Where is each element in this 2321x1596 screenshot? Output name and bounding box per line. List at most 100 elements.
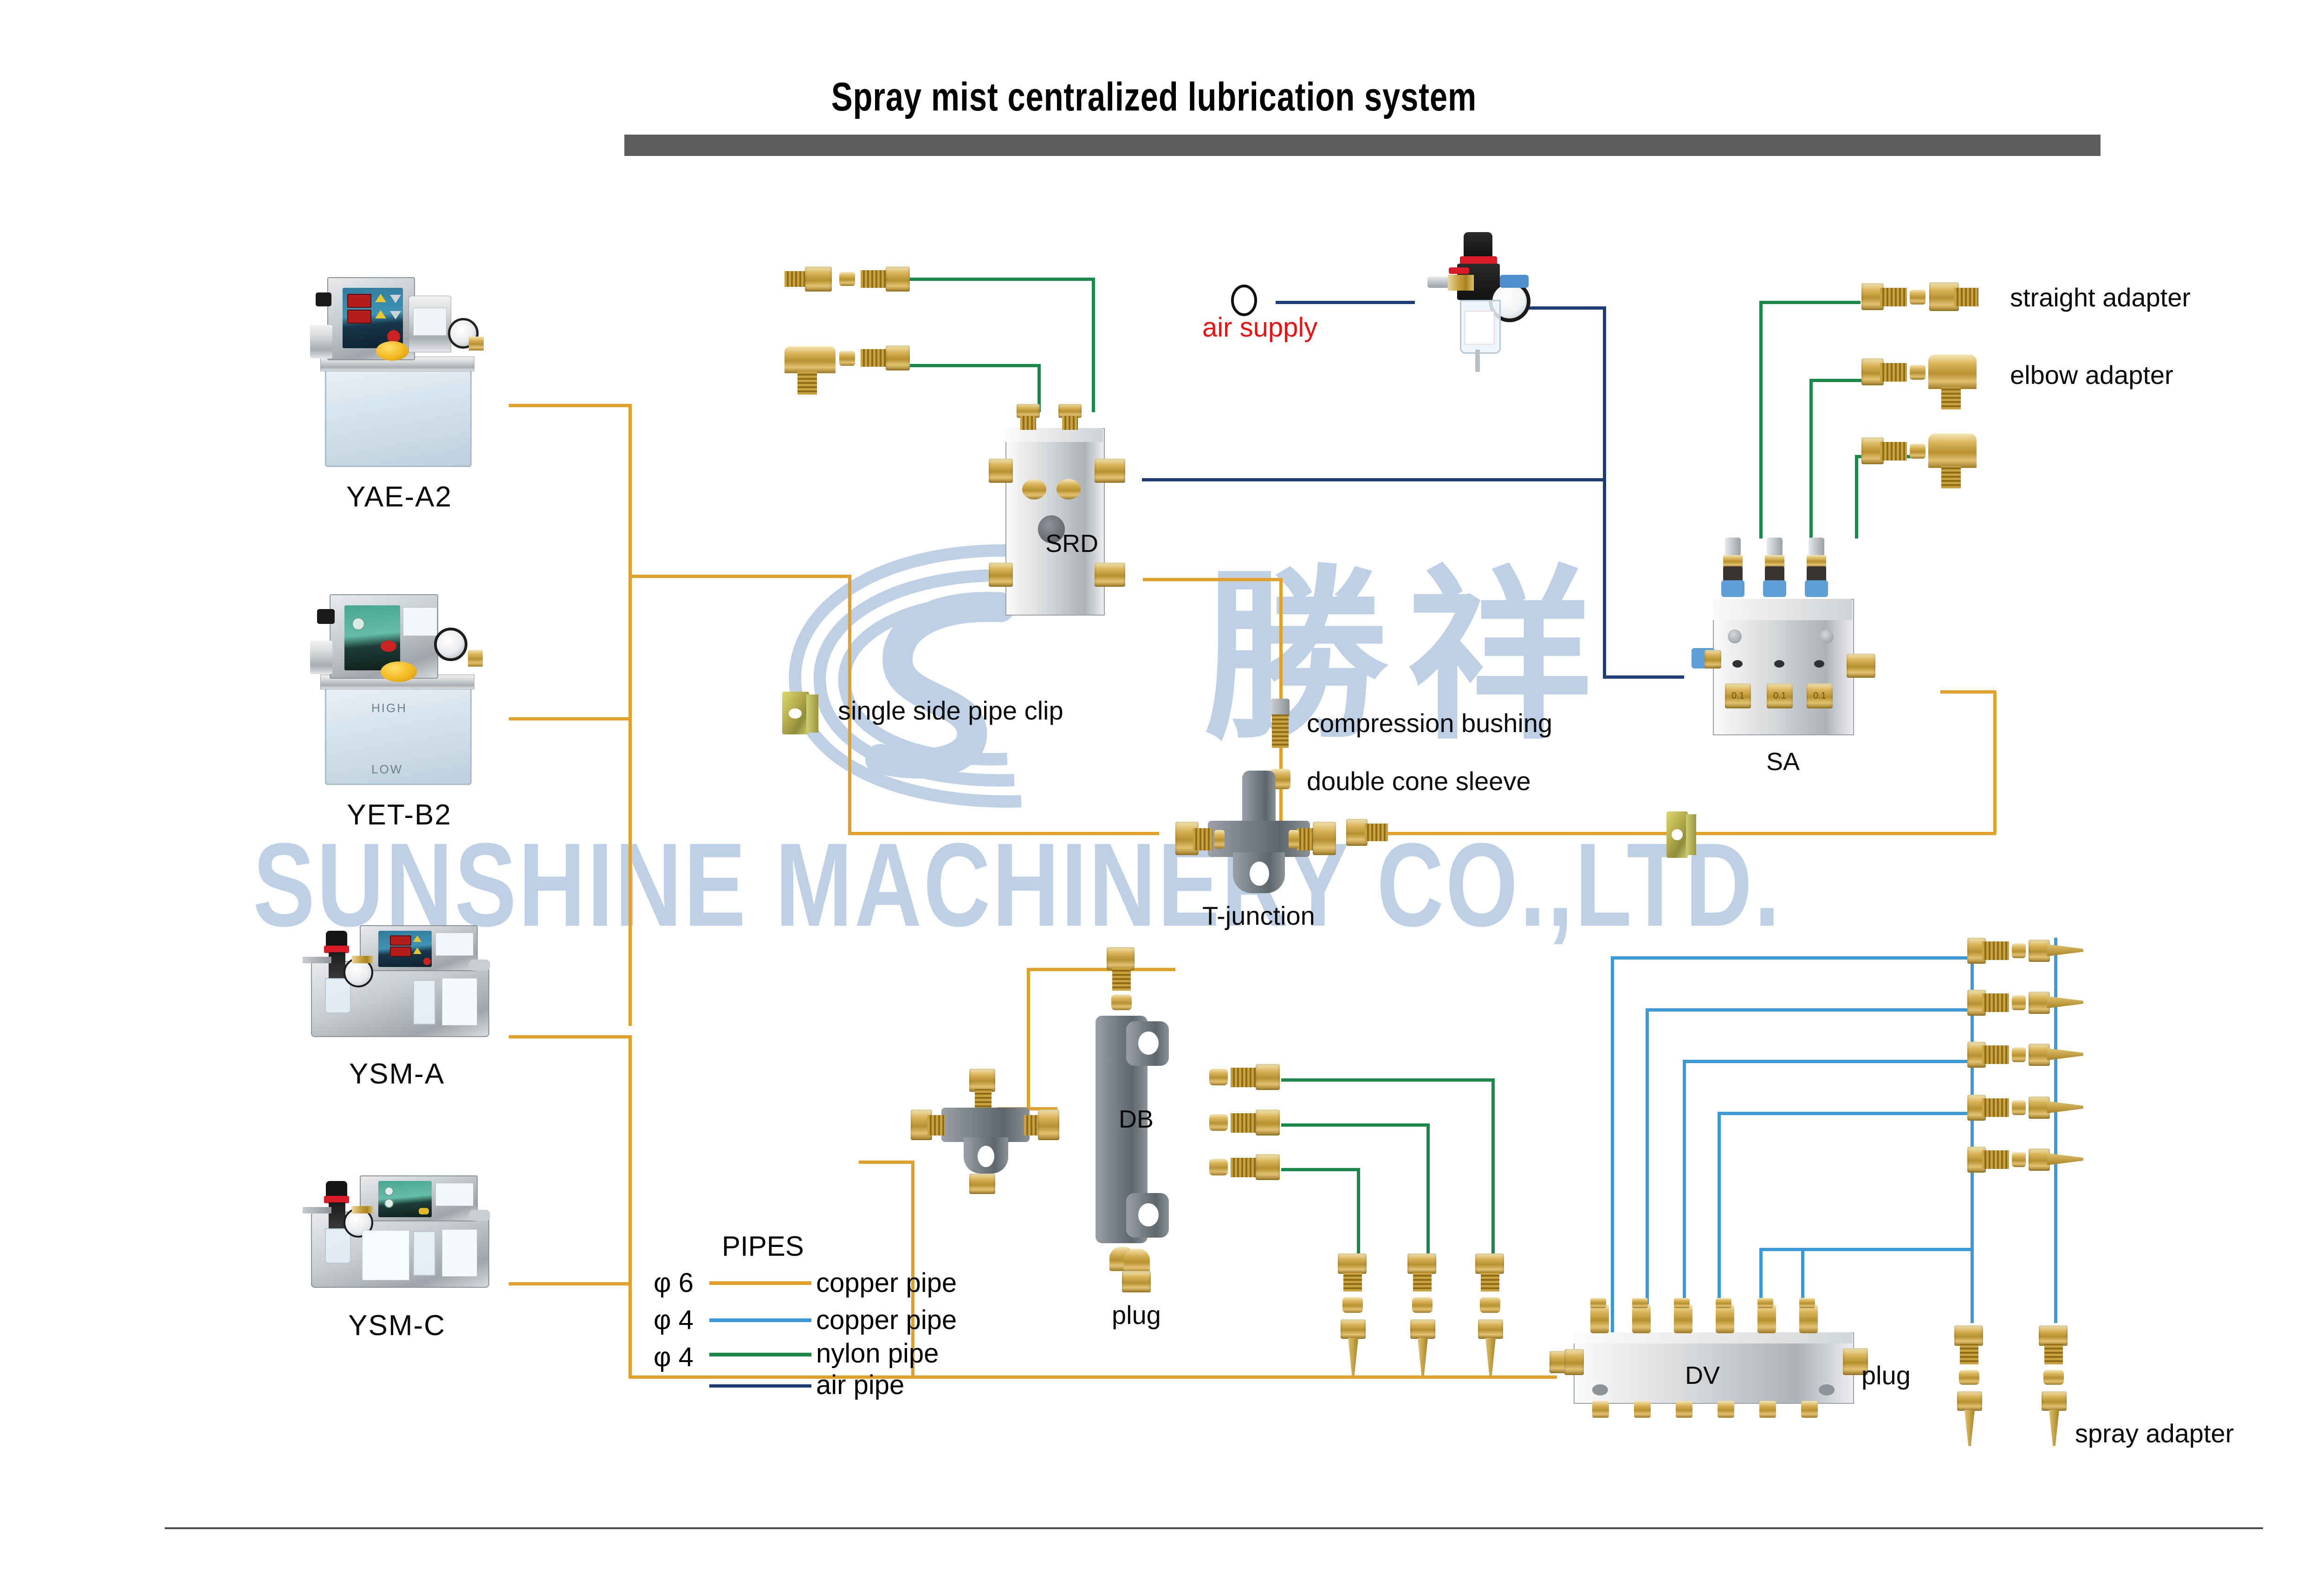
legend-size-0: φ 6: [654, 1268, 694, 1298]
pump-ysm-a: [274, 917, 520, 1056]
fitting-elbow-adapter-2: [1861, 432, 2001, 492]
block-sa: 0.1 0.1 0.1: [1685, 534, 1908, 743]
block-label-db: DB: [1119, 1105, 1154, 1133]
legend-name-2: nylon pipe: [816, 1338, 939, 1369]
line-nylon-top2v: [1037, 364, 1041, 412]
line-nylon-sa1h: [1759, 301, 1861, 304]
pump-ysm-c: [274, 1165, 520, 1304]
legend-row-3: air pipe: [650, 1370, 1003, 1407]
line-air-reg-out: [1490, 306, 1606, 310]
fitting-straight-top: [784, 260, 914, 297]
bottom-rule: [165, 1527, 2263, 1529]
line-dv-b2h: [1646, 1008, 1971, 1012]
fitting-straight-adapter: [1861, 278, 2001, 319]
line-air-to-sa: [1603, 675, 1684, 679]
pump-yae-a2: [302, 267, 497, 471]
pipe-clip-label: single side pipe clip: [838, 696, 1063, 725]
legend-title: PIPES: [722, 1231, 804, 1262]
pump-yet-b2: HIGH LOW: [302, 585, 497, 789]
db-fitting-3: [1209, 1153, 1293, 1186]
db-fitting-2: [1209, 1109, 1293, 1141]
line-nylon-top1: [909, 278, 1095, 281]
t-junction-lower: [873, 1068, 1077, 1198]
sa-nozzle-1: 0.1: [1767, 683, 1793, 708]
pump-label-yet-b2: YET-B2: [347, 799, 452, 831]
line-nylon-top2: [909, 364, 1040, 367]
t-junction-label: T-junction: [1202, 901, 1315, 930]
line-air-down2: [1603, 478, 1606, 678]
line-clip-down: [848, 575, 851, 835]
line-tjb-top: [1027, 968, 1030, 1107]
line-plug-leader: [1971, 938, 1974, 1323]
line-dv-b4h: [1718, 1112, 1971, 1115]
line-nylon-db1v: [1491, 1078, 1495, 1255]
plug-dv-label: plug: [1861, 1361, 1911, 1390]
legend-row-1: φ 4 copper pipe: [650, 1304, 1003, 1335]
compression-bushing-label: compression bushing: [1307, 708, 1553, 738]
line-sa-down: [1993, 692, 1997, 833]
pipes-legend: PIPES φ 6 copper pipe φ 4 copper pipe φ …: [650, 1230, 1003, 1400]
line-clip-to-tj: [848, 832, 1159, 835]
line-air-to-srd: [1142, 478, 1606, 481]
line-spray-leader: [2054, 938, 2057, 1323]
line-nylon-db1: [1281, 1078, 1495, 1082]
sa-nozzle-0: 0.1: [1725, 683, 1751, 708]
line-nylon-sa1v: [1759, 301, 1763, 538]
straight-adapter-label: straight adapter: [2010, 283, 2191, 312]
legend-size-2: φ 4: [654, 1342, 694, 1372]
line-nylon-top1v: [1092, 278, 1095, 412]
spray-nozzle-set-1: [1331, 1253, 1382, 1383]
line-dv-b3v: [1683, 1060, 1686, 1334]
line-air-supply: [1276, 301, 1415, 304]
page-title-text: Spray mist centralized lubrication syste…: [831, 75, 1477, 119]
spray-nozzle-right-2: [1967, 985, 2088, 1027]
pipe-clip-on-bus: [1666, 811, 1704, 863]
line-dv-b1v: [1611, 956, 1614, 1332]
spray-nozzle-right-4: [1967, 1090, 2088, 1132]
line-yae-out: [509, 404, 632, 407]
line-dv-b4v: [1718, 1112, 1721, 1335]
line-pump-bus-lower: [629, 1035, 632, 1379]
pump-label-ysm-a: YSM-A: [349, 1058, 445, 1090]
line-nylon-sa2h: [1809, 379, 1884, 382]
bus-fitting-right: [1346, 812, 1402, 854]
line-tjb-up: [911, 1161, 914, 1376]
pipe-clip-part: [782, 692, 829, 738]
line-nylon-sa2v: [1809, 379, 1813, 538]
legend-size-1: φ 4: [654, 1305, 694, 1335]
line-srd-out: [1143, 578, 1282, 581]
line-nylon-sa3v: [1855, 455, 1858, 538]
pump-label-yae-a2: YAE-A2: [346, 481, 452, 513]
t-junction-upper: [1151, 771, 1383, 896]
title-rule: [624, 135, 2101, 156]
legend-swatch-2: [709, 1353, 811, 1356]
legend-name-0: copper pipe: [816, 1268, 957, 1298]
fitting-elbow-adapter: [1861, 353, 2001, 413]
spray-nozzle-set-3: [1469, 1253, 1520, 1383]
block-db: [1086, 947, 1235, 1272]
spray-adapter-label: spray adapter: [2075, 1419, 2234, 1448]
line-yet-out: [509, 717, 632, 720]
spray-nozzle-right-3: [1967, 1037, 2088, 1079]
oring-icon: [1228, 284, 1260, 317]
db-fitting-1: [1209, 1063, 1293, 1096]
compression-bushing-part: [1267, 699, 1300, 754]
line-dv-b3h: [1683, 1060, 1971, 1063]
air-supply-label: air supply: [1202, 312, 1318, 343]
legend-name-1: copper pipe: [816, 1305, 957, 1335]
line-dv-b5h: [1759, 1248, 1971, 1251]
line-dv-b1h: [1611, 956, 1971, 960]
block-srd: [989, 399, 1156, 622]
legend-swatch-0: [709, 1281, 811, 1285]
legend-swatch-3: [709, 1384, 811, 1388]
spray-nozzle-set-2: [1401, 1253, 1452, 1383]
legend-row-2: φ 4 nylon pipe: [650, 1338, 1003, 1372]
line-tjb-in: [859, 1161, 914, 1164]
block-label-sa: SA: [1766, 748, 1800, 776]
line-air-down: [1603, 306, 1606, 481]
line-lower-bus: [629, 1375, 1557, 1379]
double-cone-sleeve-label: double cone sleeve: [1307, 766, 1531, 796]
line-dv-b2v: [1646, 1008, 1649, 1333]
air-regulator-unit: [1409, 232, 1548, 381]
page-title: Spray mist centralized lubrication syste…: [0, 74, 2321, 120]
